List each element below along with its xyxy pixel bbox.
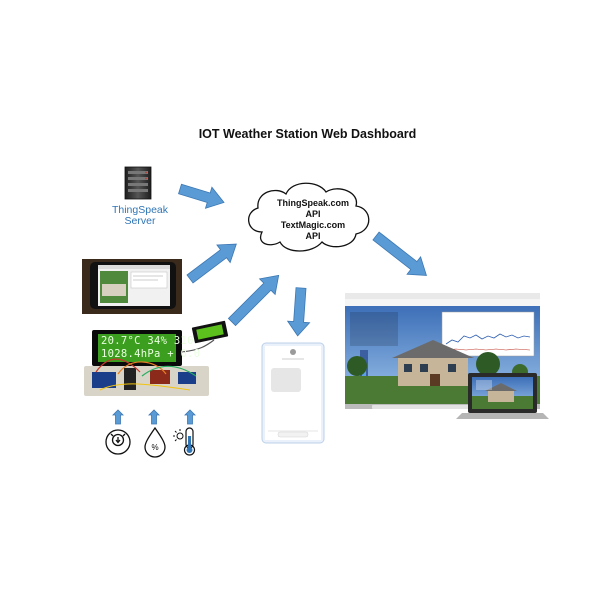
cloud-label-line2: API	[305, 209, 321, 219]
arrow-cloud-to-phone	[286, 287, 311, 337]
arrow-server-to-cloud	[178, 183, 225, 209]
lcd-line-1: 20.7°C 34% 310	[101, 335, 194, 347]
arrow-drop-up	[148, 409, 160, 425]
cloud-label-line3: TextMagic.com	[280, 220, 346, 230]
server-label: ThingSpeak Server	[100, 205, 180, 227]
phone-mockup	[261, 342, 325, 444]
cloud-label-line1: ThingSpeak.com	[276, 198, 349, 208]
arrow-thermo-up	[184, 409, 196, 425]
weather-station-device	[84, 320, 229, 396]
pressure-gauge-icon	[105, 429, 131, 455]
server-icon	[124, 166, 152, 200]
arrow-tablet-to-cloud	[186, 243, 237, 284]
arrow-device-to-cloud	[227, 274, 280, 327]
laptop-photo	[456, 373, 549, 419]
temperature-sun-icon	[173, 427, 196, 456]
tablet-photo	[82, 259, 182, 314]
cloud-label-line4: API	[305, 231, 321, 241]
lcd-screen	[98, 334, 176, 362]
arrow-gauge-up	[112, 409, 124, 425]
svg-text:%: %	[151, 443, 158, 452]
page-title: IOT Weather Station Web Dashboard	[198, 127, 417, 141]
humidity-drop-icon: %	[144, 426, 166, 458]
server-label-line2: Server	[124, 215, 156, 227]
server-label-line1: ThingSpeak	[111, 204, 169, 216]
cloud-icon	[248, 182, 370, 252]
lcd-line-2: 1028.4hPa + 0.0	[101, 348, 201, 360]
arrow-cloud-to-dashboard	[372, 231, 427, 276]
cloud-label: ThingSpeak.com API TextMagic.com API	[258, 198, 368, 242]
